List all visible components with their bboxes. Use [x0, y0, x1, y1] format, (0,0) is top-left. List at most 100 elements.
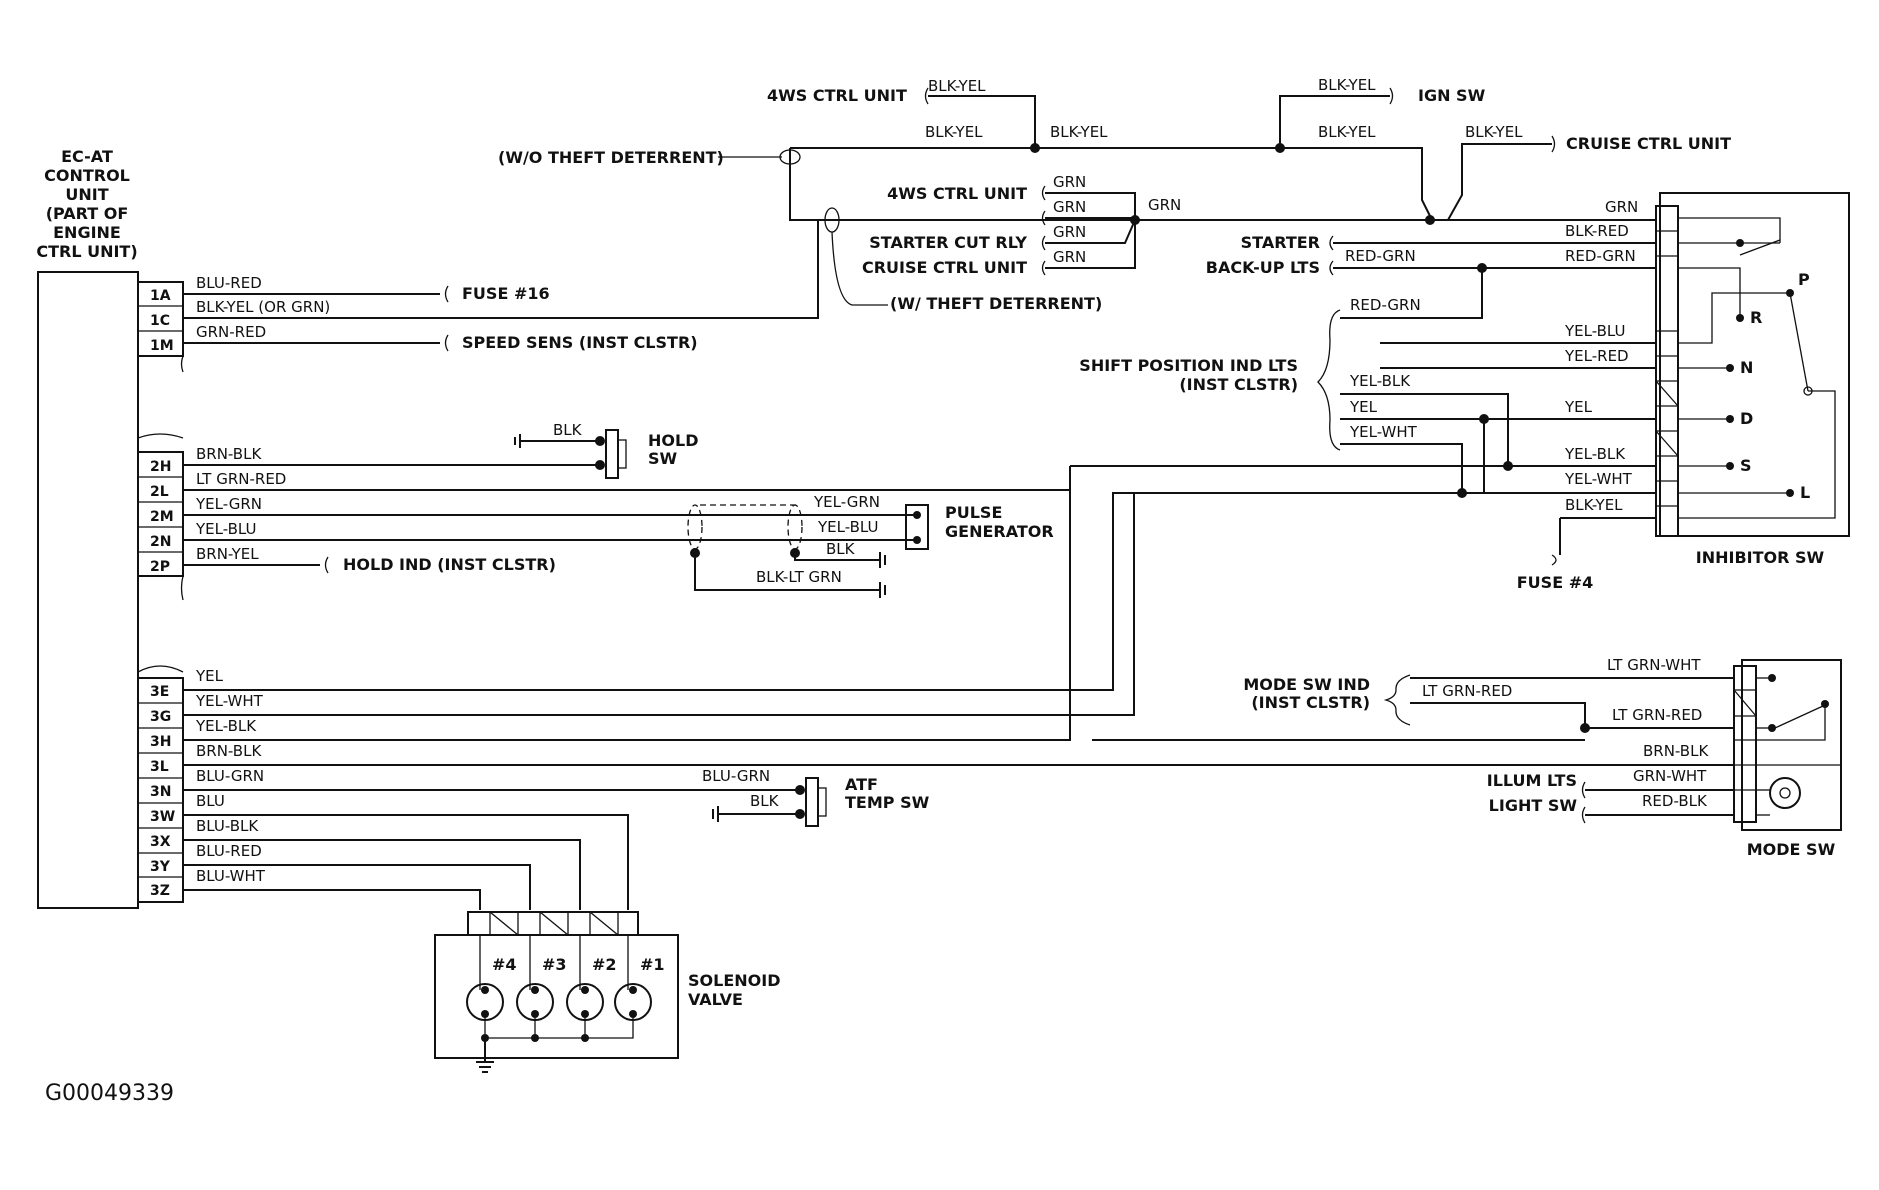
svg-text:YEL-WHT: YEL-WHT [1349, 423, 1418, 441]
blk-yel-bus: BLK-YEL BLK-YEL BLK-YEL 4WS CTRL UNIT BL… [767, 76, 1731, 225]
pin-3X: 3X [150, 834, 171, 850]
wire-3G: YEL-WHT [183, 493, 1135, 716]
wire-2M: YEL-GRN YEL-GRN [183, 493, 918, 516]
svg-text:YEL-BLK: YEL-BLK [1349, 372, 1411, 390]
svg-text:BLU-WHT: BLU-WHT [196, 867, 266, 885]
svg-text:#1: #1 [640, 955, 665, 974]
svg-text:BLK: BLK [750, 792, 780, 810]
light-sw-label: LIGHT SW [1489, 796, 1578, 815]
ecu-connector-3: 3E 3G 3H 3L 3N 3W 3X 3Y 3Z [137, 665, 184, 903]
wire-1M: GRN-RED SPEED SENS (INST CLSTR) [183, 323, 698, 352]
wire-2P: BRN-YEL HOLD IND (INST CLSTR) [183, 545, 556, 574]
atf-temp-switch: BLU-GRN BLK ATF TEMP SW [702, 767, 930, 827]
svg-text:BLK-YEL: BLK-YEL [1318, 76, 1376, 94]
starter-backup-wires: STARTER BLK-RED BACK-UP LTS RED-GRN RED-… [1206, 222, 1656, 319]
illum-label: ILLUM LTS [1487, 771, 1577, 790]
svg-text:YEL-GRN: YEL-GRN [195, 495, 262, 513]
mode-switch: MODE SW [1733, 659, 1842, 859]
svg-text:GENERATOR: GENERATOR [945, 522, 1054, 541]
pin-3L: 3L [150, 759, 169, 775]
cruise-left-label: CRUISE CTRL UNIT [862, 258, 1027, 277]
svg-text:GRN: GRN [1053, 223, 1086, 241]
svg-text:GRN: GRN [1053, 248, 1086, 266]
svg-text:BLK-YEL: BLK-YEL [1318, 123, 1376, 141]
hold-ind-label: HOLD IND (INST CLSTR) [343, 555, 556, 574]
pin-2L: 2L [150, 484, 169, 500]
svg-text:BLK-YEL: BLK-YEL [1565, 496, 1623, 514]
pin-3H: 3H [150, 734, 171, 750]
4ws-ctrl-top-label: 4WS CTRL UNIT [767, 86, 907, 105]
inhibitor-side-wires: YEL-BLK YEL-WHT BLK-YEL FUSE #4 [1070, 445, 1656, 592]
svg-text:BLU-RED: BLU-RED [196, 842, 262, 860]
pos-L: L [1800, 483, 1810, 502]
hold-switch: BLK HOLD SW [514, 421, 698, 479]
starter-label: STARTER [1241, 233, 1320, 252]
4ws-ctrl-mid-label: 4WS CTRL UNIT [887, 184, 1027, 203]
wo-theft-label: (W/O THEFT DETERRENT) [498, 148, 724, 167]
pin-1M: 1M [150, 338, 174, 354]
svg-text:YEL-BLK: YEL-BLK [195, 717, 257, 735]
svg-text:BRN-BLK: BRN-BLK [196, 742, 262, 760]
svg-text:#2: #2 [592, 955, 617, 974]
pin-3W: 3W [150, 809, 175, 825]
svg-text:BLU: BLU [196, 792, 225, 810]
wire-3L: BRN-BLK [183, 742, 1734, 766]
svg-text:BRN-BLK: BRN-BLK [1643, 742, 1709, 760]
fuse4-label: FUSE #4 [1517, 573, 1593, 592]
svg-text:YEL: YEL [1349, 398, 1378, 416]
ecu-label: EC-AT CONTROL UNIT (PART OF ENGINE CTRL … [36, 147, 137, 261]
ecu-label-line-6: CTRL UNIT) [36, 242, 137, 261]
svg-text:YEL-BLK: YEL-BLK [1564, 445, 1626, 463]
pin-2H: 2H [150, 459, 171, 475]
pin-2P: 2P [150, 559, 170, 575]
svg-text:YEL-RED: YEL-RED [1564, 347, 1629, 365]
mode-sw-title: MODE SW [1747, 840, 1836, 859]
ecu-connector-1: 1A 1C 1M [137, 281, 184, 373]
svg-text:SW: SW [648, 449, 678, 468]
shift-ind-label-2: (INST CLSTR) [1179, 375, 1298, 394]
wire-3H: YEL-BLK [183, 466, 1071, 741]
svg-text:BLK: BLK [553, 421, 583, 439]
svg-text:GRN-RED: GRN-RED [196, 323, 266, 341]
svg-text:HOLD: HOLD [648, 431, 698, 450]
svg-text:GRN: GRN [1053, 198, 1086, 216]
svg-text:BLK-YEL: BLK-YEL [1050, 123, 1108, 141]
mode-ind-label-2: (INST CLSTR) [1251, 693, 1370, 712]
ecu-label-line-1: EC-AT [61, 147, 113, 166]
svg-text:LT GRN-RED: LT GRN-RED [1422, 682, 1512, 700]
pos-S: S [1740, 456, 1752, 475]
svg-text:GRN: GRN [1148, 196, 1181, 214]
theft-deterrent-branch: (W/O THEFT DETERRENT) (W/ THEFT DETERREN… [498, 148, 1430, 313]
svg-text:BRN-BLK: BRN-BLK [196, 445, 262, 463]
svg-text:BLU-GRN: BLU-GRN [702, 767, 770, 785]
svg-text:YEL: YEL [1564, 398, 1593, 416]
wire-2L: LT GRN-RED [183, 466, 1071, 491]
svg-text:LT GRN-WHT: LT GRN-WHT [1607, 656, 1701, 674]
svg-text:BRN-YEL: BRN-YEL [196, 545, 259, 563]
wire-3E: YEL [183, 492, 1130, 691]
svg-text:YEL-BLU: YEL-BLU [195, 520, 257, 538]
svg-text:RED-GRN: RED-GRN [1350, 296, 1421, 314]
pin-2M: 2M [150, 509, 174, 525]
cruise-right-label: CRUISE CTRL UNIT [1566, 134, 1731, 153]
wire-3X: BLU-BLK [183, 817, 581, 910]
wire-3Z: BLU-WHT [183, 867, 481, 910]
svg-text:GRN: GRN [1053, 173, 1086, 191]
wire-1C: BLK-YEL (OR GRN) [183, 220, 819, 319]
svg-text:YEL-WHT: YEL-WHT [195, 692, 264, 710]
shift-ind-label-1: SHIFT POSITION IND LTS [1079, 356, 1298, 375]
svg-text:ATF: ATF [845, 775, 878, 794]
svg-text:#3: #3 [542, 955, 567, 974]
pin-1C: 1C [150, 313, 170, 329]
pos-P: P [1798, 270, 1810, 289]
svg-text:YEL-WHT: YEL-WHT [1564, 470, 1633, 488]
mode-sw-wires: MODE SW IND (INST CLSTR) LT GRN-WHT LT G… [1092, 656, 1734, 824]
w-theft-label: (W/ THEFT DETERRENT) [890, 294, 1102, 313]
svg-text:LT GRN-RED: LT GRN-RED [1612, 706, 1702, 724]
svg-text:RED-GRN: RED-GRN [1565, 247, 1636, 265]
svg-text:BLU-GRN: BLU-GRN [196, 767, 264, 785]
svg-text:BLK-YEL (OR GRN): BLK-YEL (OR GRN) [196, 298, 330, 316]
pulse-gen-shield: BLK BLK-LT GRN [687, 504, 886, 598]
wire-3W: BLU [183, 792, 629, 910]
